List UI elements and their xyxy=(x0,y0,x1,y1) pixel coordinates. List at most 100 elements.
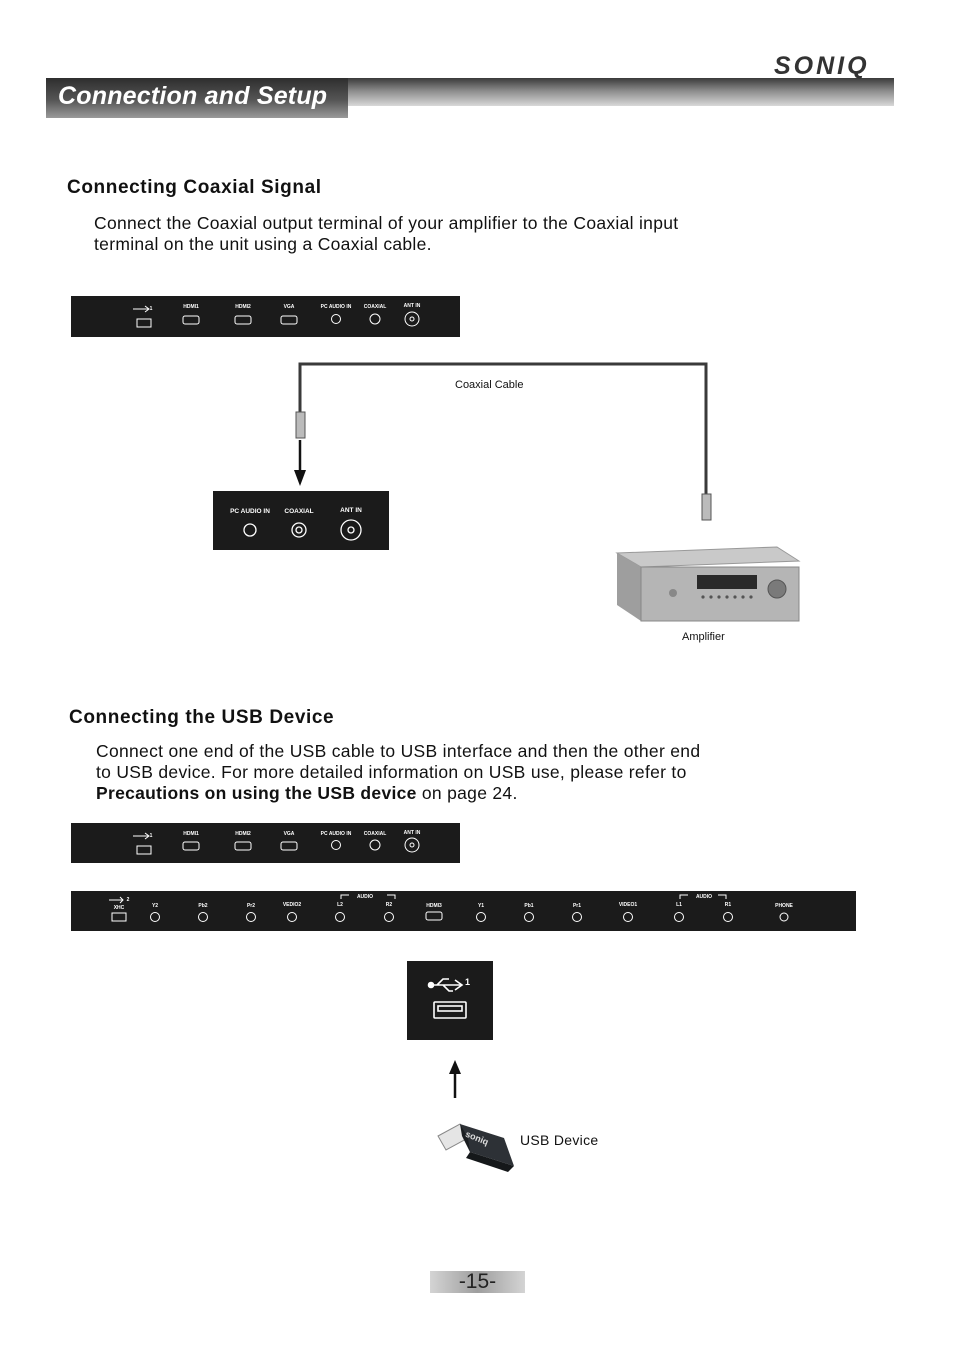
usb-page-reference: on page 24. xyxy=(416,783,518,803)
jack-icon xyxy=(623,912,633,922)
zoom-ports-graphic xyxy=(243,519,362,541)
page-number-box xyxy=(430,1271,525,1293)
usb2-label: 2 xyxy=(126,897,130,903)
cable-connector-left xyxy=(295,411,306,439)
coaxial-instruction-line-2: terminal on the unit using a Coaxial cab… xyxy=(94,234,432,254)
pc-audio-jack-icon xyxy=(331,840,341,850)
pr1-label: Pr1 xyxy=(572,903,582,909)
zoom-coaxial-label: COAXIAL xyxy=(284,508,314,515)
antenna-jack-icon xyxy=(404,311,420,327)
usb-port-zoom: 1 xyxy=(407,961,493,1040)
vga-port-icon xyxy=(280,315,298,325)
coaxial-label: COAXIAL xyxy=(363,831,387,837)
cable-connector-right xyxy=(701,493,712,521)
y2-label: Y2 xyxy=(151,903,159,909)
coaxial-cable-label: Coaxial Cable xyxy=(455,379,524,391)
coaxial-label: COAXIAL xyxy=(363,304,387,310)
usb-label: 1 xyxy=(149,833,153,839)
page-title: Connection and Setup xyxy=(58,82,328,110)
usb-port-icon xyxy=(136,318,152,328)
coaxial-cable-line xyxy=(298,362,708,500)
panel-ports-graphic xyxy=(133,832,420,855)
headphone-jack-icon xyxy=(779,912,789,922)
pc-audio-jack-icon xyxy=(243,523,257,537)
header-title-box xyxy=(46,78,348,118)
section-heading-usb: Connecting the USB Device xyxy=(69,707,335,728)
hdmi2-label: HDMI2 xyxy=(235,304,251,310)
usb-instruction-line-3: Precautions on using the USB device on p… xyxy=(96,783,518,804)
usb-zoom-graphic xyxy=(427,978,467,1019)
video1-label: VIDEO1 xyxy=(618,902,638,908)
pb1-label: Pb1 xyxy=(524,903,534,909)
phone-label: PHONE xyxy=(775,903,793,909)
hdmi-port-icon xyxy=(234,841,252,851)
down-arrow-head xyxy=(294,470,306,486)
usb-stick-image xyxy=(437,1123,514,1172)
jack-icon xyxy=(723,912,733,922)
audio-bracket-left xyxy=(340,894,396,899)
panel-ports-graphic xyxy=(133,305,420,328)
jack-icon xyxy=(198,912,208,922)
audio-label-2: AUDIO xyxy=(695,894,713,900)
usb-port-number: 1 xyxy=(465,977,471,987)
usb-symbol-icon xyxy=(109,896,124,904)
usb-symbol-icon xyxy=(431,978,464,992)
amplifier-volume-knob xyxy=(767,579,787,599)
section-heading-coaxial: Connecting Coaxial Signal xyxy=(67,177,322,198)
coaxial-zoom-panel: PC AUDIO IN COAXIAL ANT IN xyxy=(213,491,389,550)
coaxial-jack-icon xyxy=(369,313,381,325)
pc-audio-label: PC AUDIO IN xyxy=(320,831,352,837)
zoom-pc-audio-label: PC AUDIO IN xyxy=(230,508,270,515)
amplifier-image xyxy=(615,546,801,622)
pr2-label: Pr2 xyxy=(246,903,256,909)
zoom-ant-label: ANT IN xyxy=(340,507,362,514)
r1-label: R1 xyxy=(724,902,732,908)
tv-side-panel: 2 XHC Y2 Pb2 Pr2 VEDIO2 AUDIO L2 R2 HDMI… xyxy=(71,891,856,931)
jack-icon xyxy=(572,912,582,922)
jack-icon xyxy=(476,912,486,922)
vga-port-icon xyxy=(280,841,298,851)
side-panel-ports-graphic xyxy=(109,894,789,922)
usb-device-label: USB Device xyxy=(520,1132,599,1148)
amplifier-label: Amplifier xyxy=(682,631,725,643)
usb-port-icon xyxy=(433,1001,467,1019)
hdmi1-label: HDMI1 xyxy=(183,304,199,310)
hdmi1-label: HDMI1 xyxy=(183,831,199,837)
jack-icon xyxy=(287,912,297,922)
jack-icon xyxy=(150,912,160,922)
ant-label: ANT IN xyxy=(403,303,421,309)
hdmi-port-icon xyxy=(182,841,200,851)
up-arrow-head xyxy=(449,1060,461,1074)
usb-instruction-line-2: to USB device. For more detailed informa… xyxy=(96,762,687,782)
hdmi-port-icon xyxy=(182,315,200,325)
antenna-jack-icon xyxy=(404,837,420,853)
usb-symbol-icon xyxy=(133,305,150,313)
hdmi2-label: HDMI2 xyxy=(235,831,251,837)
usb-label: 1 xyxy=(149,306,153,312)
amplifier-power-button xyxy=(669,589,677,597)
antenna-jack-icon xyxy=(340,519,362,541)
pc-audio-label: PC AUDIO IN xyxy=(320,304,352,310)
usb-precautions-link: Precautions on using the USB device xyxy=(96,783,417,803)
hdmi3-label: HDMI3 xyxy=(426,903,442,909)
pc-audio-jack-icon xyxy=(331,314,341,324)
coaxial-instruction-line-1: Connect the Coaxial output terminal of y… xyxy=(94,213,679,233)
usb-port-icon xyxy=(136,845,152,855)
hdmi-port-icon xyxy=(425,911,443,921)
l1-label: L1 xyxy=(676,902,682,908)
pb2-label: Pb2 xyxy=(198,903,208,909)
brand-logo: SONIQ xyxy=(774,52,870,80)
usb2-sub-label: XHC xyxy=(113,905,125,911)
ant-label: ANT IN xyxy=(403,830,421,836)
coaxial-jack-icon xyxy=(291,522,307,538)
tv-rear-panel-top: 1 HDMI1 HDMI2 VGA PC AUDIO IN COAXIAL AN… xyxy=(71,296,460,337)
audio-label-1: AUDIO xyxy=(356,894,374,900)
page-number: -15- xyxy=(458,1270,497,1293)
tv-rear-panel-top-2: 1 HDMI1 HDMI2 VGA PC AUDIO IN COAXIAL AN… xyxy=(71,823,460,863)
amplifier-display xyxy=(697,575,757,589)
video2-label: VEDIO2 xyxy=(282,902,302,908)
usb-symbol-icon xyxy=(133,832,150,840)
jack-icon xyxy=(335,912,345,922)
y1-label: Y1 xyxy=(477,903,485,909)
